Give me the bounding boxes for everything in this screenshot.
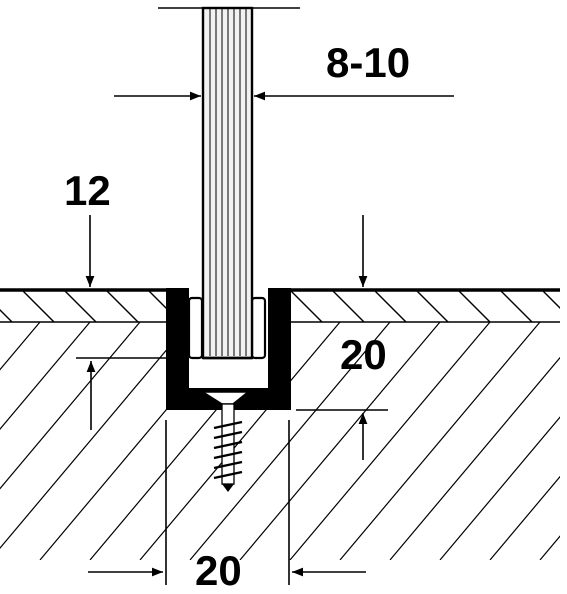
channel-depth-label: 20 [340, 331, 387, 378]
channel-depth-dimension [76, 357, 388, 460]
floor-outline [0, 288, 560, 323]
channel-width-label: 20 [195, 547, 242, 594]
glass-panel [201, 6, 254, 360]
floor-covering-right [291, 290, 560, 322]
screw-icon [200, 391, 251, 492]
glazing-bead-left [187, 296, 204, 360]
floor-covering-label: 12 [64, 167, 111, 214]
substrate-hatching [0, 322, 560, 560]
glass-thickness-label: 8-10 [326, 39, 411, 86]
glazing-bead-right [250, 296, 267, 360]
channel-width-dimension [88, 420, 366, 585]
u-profile-channel [166, 288, 291, 410]
floor-covering-dimension [85, 215, 368, 287]
floor-covering-left [0, 290, 166, 322]
